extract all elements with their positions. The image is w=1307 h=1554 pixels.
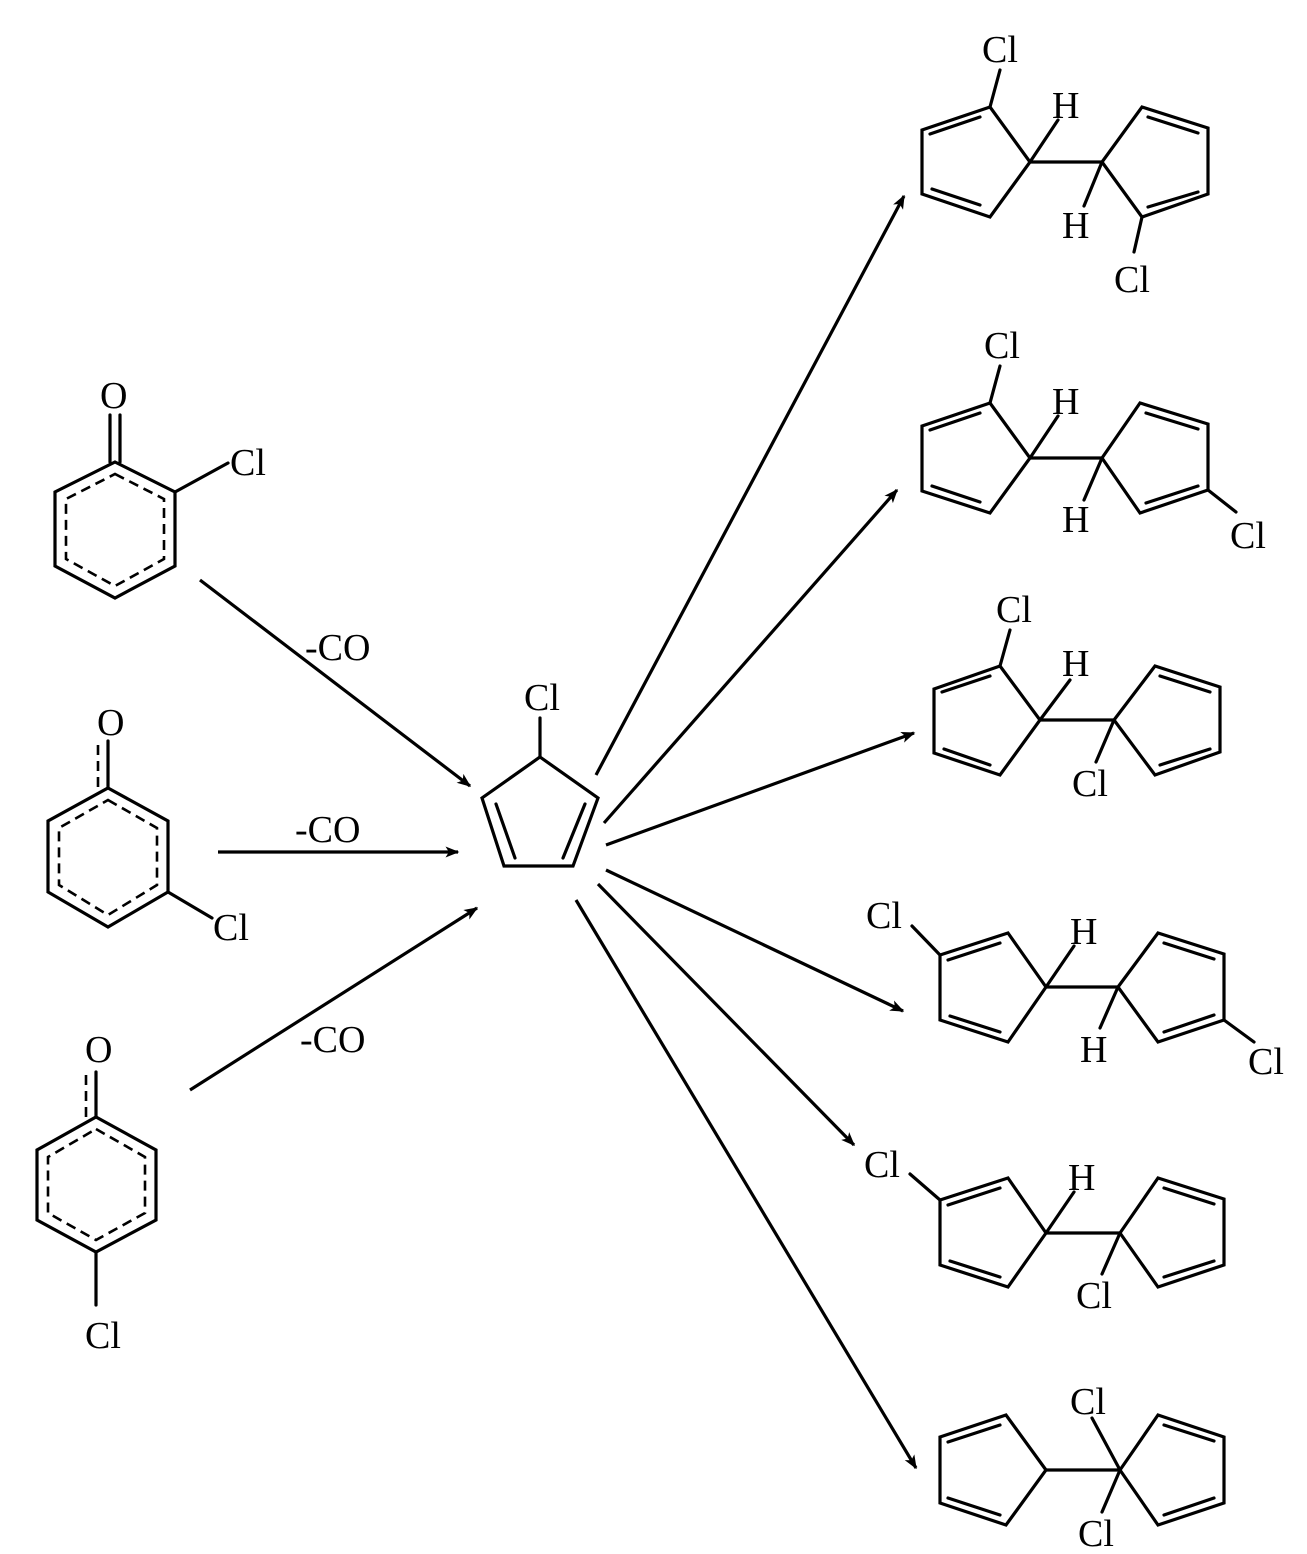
- arrow-label-2: -CO: [295, 809, 360, 851]
- reactant-2-oxygen-label: O: [97, 702, 124, 744]
- product-3-label-3: Cl: [1072, 763, 1108, 805]
- coupling-arrows: [574, 194, 918, 1470]
- reactant-4-chlorophenoxy: O Cl: [35, 1029, 158, 1357]
- product-4-label-3: H: [1080, 1029, 1107, 1071]
- arrow-product-6: [574, 899, 918, 1470]
- product-4: Cl H H Cl: [866, 895, 1284, 1083]
- product-3: Cl H Cl: [932, 589, 1222, 805]
- arrow-label-1: -CO: [305, 627, 370, 669]
- arrow-label-3: -CO: [300, 1019, 365, 1061]
- product-2-label-4: Cl: [1230, 515, 1266, 557]
- arrow-product-1: [594, 194, 906, 776]
- reactant-3-chlorine-label: Cl: [85, 1315, 121, 1357]
- product-3-label-2: H: [1062, 643, 1089, 685]
- product-2-label-3: H: [1062, 499, 1089, 541]
- reactant-3-chlorophenoxy: O Cl: [46, 702, 249, 949]
- product-4-label-4: Cl: [1248, 1041, 1284, 1083]
- reactant-3-oxygen-label: O: [85, 1029, 112, 1071]
- arrow-product-2: [602, 488, 899, 825]
- intermediate-chlorocyclopentadienyl: Cl: [480, 677, 600, 868]
- reactant-1-oxygen-label: O: [100, 375, 127, 417]
- product-6-label-2: Cl: [1078, 1513, 1114, 1554]
- product-1-label-3: H: [1062, 205, 1089, 247]
- intermediate-chlorine-label: Cl: [524, 677, 560, 719]
- product-2-label-2: H: [1052, 381, 1079, 423]
- product-6-label-1: Cl: [1070, 1381, 1106, 1423]
- product-2: Cl H H Cl: [920, 325, 1266, 557]
- decarbonylation-arrows: -CO -CO -CO: [189, 578, 479, 1092]
- product-2-label-1: Cl: [984, 325, 1020, 367]
- product-4-label-1: Cl: [866, 895, 902, 937]
- product-5: Cl H Cl: [864, 1144, 1226, 1317]
- product-5-label-3: Cl: [1076, 1275, 1112, 1317]
- product-5-label-2: H: [1068, 1157, 1095, 1199]
- arrow-product-3: [605, 731, 916, 847]
- arrow-reactant-1: [199, 578, 472, 788]
- product-1-label-2: H: [1052, 85, 1079, 127]
- product-1: Cl H H Cl: [920, 29, 1210, 301]
- arrow-reactant-3: [189, 906, 479, 1092]
- product-1-label-1: Cl: [982, 29, 1018, 71]
- product-3-label-1: Cl: [996, 589, 1032, 631]
- product-6: Cl Cl: [938, 1381, 1226, 1554]
- product-1-label-4: Cl: [1114, 259, 1150, 301]
- product-4-label-2: H: [1070, 911, 1097, 953]
- reactant-1-chlorine-label: Cl: [230, 442, 266, 484]
- reactant-2-chlorine-label: Cl: [213, 907, 249, 949]
- product-5-label-1: Cl: [864, 1144, 900, 1186]
- arrow-product-5: [596, 882, 856, 1147]
- reactant-2-chlorophenoxy: O Cl: [53, 375, 266, 600]
- arrow-product-4: [605, 868, 905, 1013]
